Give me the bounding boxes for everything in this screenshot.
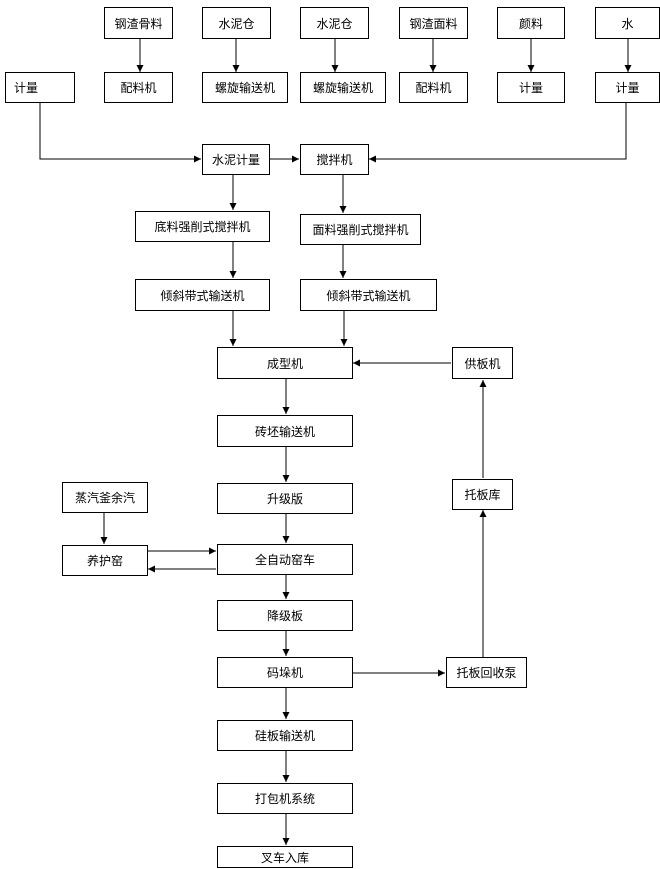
- node-steam-waste: 蒸汽釜余汽: [62, 482, 148, 513]
- node-label: 钢渣面料: [409, 16, 458, 31]
- node-label: 码垛机: [266, 666, 303, 680]
- node-metering-water: 计量: [595, 72, 660, 103]
- node-mixer: 搅拌机: [300, 144, 369, 175]
- node-forklift-storage: 叉车入库: [217, 846, 353, 868]
- node-label: 硅板输送机: [254, 729, 315, 743]
- node-incline-conveyor-2: 倾斜带式输送机: [300, 279, 437, 311]
- arrow-metering-to-cement-metering: [39, 103, 201, 163]
- node-label: 降级板: [266, 609, 303, 623]
- node-cement-metering: 水泥计量: [202, 144, 270, 175]
- node-label: 养护窑: [86, 554, 123, 568]
- node-label: 砖坯输送机: [254, 424, 315, 439]
- node-incline-conveyor-1: 倾斜带式输送机: [135, 279, 270, 311]
- node-steel-aggregate: 钢渣骨料: [104, 7, 173, 39]
- node-auto-kiln-car: 全自动窑车: [217, 544, 353, 575]
- node-batcher-2: 配料机: [399, 72, 468, 103]
- node-label: 蒸汽釜余汽: [74, 491, 135, 505]
- node-label: 螺旋输送机: [312, 81, 373, 95]
- node-stacker: 码垛机: [217, 657, 353, 688]
- node-label: 倾斜带式输送机: [160, 288, 245, 303]
- node-base-mixer: 底料强削式搅拌机: [135, 211, 270, 242]
- node-label: 颜料: [518, 16, 543, 31]
- node-board-feeder: 供板机: [452, 347, 513, 379]
- node-label: 钢渣骨料: [114, 16, 163, 31]
- node-label: 配料机: [120, 81, 157, 95]
- node-lift-plate: 升级版: [217, 483, 353, 514]
- node-metering-left: 计量: [5, 72, 75, 103]
- node-silicon-conveyor: 硅板输送机: [217, 720, 353, 751]
- node-cement-silo-2: 水泥仓: [300, 7, 369, 39]
- node-label: 计量: [615, 81, 640, 95]
- node-metering-pigment: 计量: [497, 72, 565, 103]
- node-label: 水泥计量: [211, 153, 260, 167]
- node-screw-conveyor-2: 螺旋输送机: [300, 72, 386, 103]
- node-label: 成型机: [266, 356, 303, 371]
- node-water: 水: [595, 7, 660, 39]
- node-label: 托板库: [464, 488, 501, 502]
- node-label: 螺旋输送机: [214, 81, 275, 95]
- node-lower-plate: 降级板: [217, 600, 353, 631]
- node-curing-kiln: 养护窑: [62, 545, 148, 576]
- node-face-mixer: 面料强削式搅拌机: [300, 214, 421, 245]
- node-label: 配料机: [415, 81, 452, 95]
- node-label: 升级版: [266, 492, 303, 506]
- node-packing-system: 打包机系统: [217, 783, 353, 814]
- node-pallet-store: 托板库: [452, 479, 513, 510]
- node-pigment: 颜料: [497, 7, 565, 39]
- node-label: 计量: [14, 81, 39, 95]
- node-cement-silo-1: 水泥仓: [202, 7, 271, 39]
- node-label: 全自动窑车: [254, 553, 315, 567]
- node-label: 倾斜带式输送机: [326, 288, 411, 303]
- node-label: 托板回收泵: [456, 666, 517, 680]
- node-steel-fine: 钢渣面料: [399, 7, 468, 39]
- node-pallet-return-pump: 托板回收泵: [446, 657, 527, 688]
- node-label: 供板机: [464, 356, 501, 371]
- node-label: 水泥仓: [218, 16, 255, 31]
- arrow-water-metering-to-mixer: [369, 103, 627, 163]
- node-label: 面料强削式搅拌机: [312, 223, 409, 237]
- node-label: 计量: [518, 81, 543, 95]
- node-batcher-1: 配料机: [104, 72, 173, 103]
- node-label: 水泥仓: [316, 16, 353, 31]
- node-screw-conveyor-1: 螺旋输送机: [202, 72, 288, 103]
- node-label: 搅拌机: [316, 153, 353, 167]
- node-brick-conveyor: 砖坯输送机: [217, 415, 353, 447]
- node-label: 水: [621, 16, 634, 31]
- node-forming-machine: 成型机: [217, 347, 353, 379]
- node-label: 打包机系统: [254, 792, 315, 806]
- node-label: 底料强削式搅拌机: [154, 220, 251, 234]
- node-label: 叉车入库: [260, 850, 309, 865]
